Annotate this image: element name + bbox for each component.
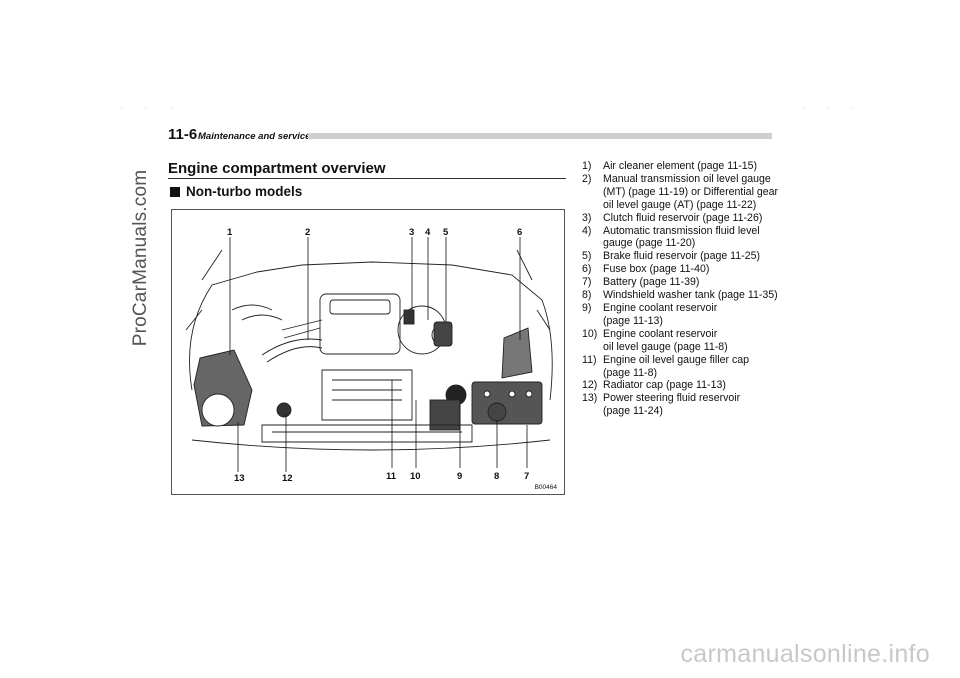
callout-label: 11 [386,471,397,482]
legend-item: 4)Automatic transmission fluid level [582,224,760,237]
callout-label: 1 [227,227,233,238]
legend-item: 10)Engine coolant reservoir [582,327,718,340]
callout-label: 3 [409,227,414,238]
subsection-title: Non-turbo models [170,184,302,199]
engine-compartment-figure: 1 2 3 4 5 6 13 12 11 10 9 8 7 B00464 [171,209,565,495]
legend-item: 13)Power steering fluid reservoir [582,392,741,405]
side-watermark: ProCarManuals.com [130,169,151,347]
legend-item: gauge (page 11-20) [603,237,696,250]
image-code: B00464 [535,484,558,491]
legend-item: 9)Engine coolant reservoir [582,301,718,314]
legend-item: 7)Battery (page 11-39) [582,276,700,289]
legend-item: 1)Air cleaner element (page 11-15) [582,160,758,172]
callout-label: 12 [282,473,293,484]
component-legend: 1)Air cleaner element (page 11-15) 2)Man… [582,160,782,418]
legend-item: 8)Windshield washer tank (page 11-35) [582,289,778,302]
callout-label: 2 [305,227,310,238]
subsection-label: Non-turbo models [186,184,303,199]
square-bullet-icon [170,187,180,197]
callout-label: 4 [425,227,431,238]
callout-label: 9 [457,471,462,482]
footer-watermark: carmanualsonline.info [680,640,930,668]
engine-illustration: 1 2 3 4 5 6 13 12 11 10 9 8 7 B00464 [185,227,558,491]
legend-item: 11)Engine oil level gauge filler cap [582,353,750,366]
legend-item: (page 11-13) [603,314,663,327]
legend-item: (MT) (page 11-19) or Differential gear [603,185,779,198]
header-bar [308,133,772,139]
chapter-title: Maintenance and service [198,131,311,142]
title-rule [168,178,566,179]
callout-label: 5 [443,227,449,238]
callout-label: 10 [410,471,421,482]
corner-marks-left: · · · [120,104,183,113]
corner-marks-right: · · · [802,104,865,113]
legend-item: 2)Manual transmission oil level gauge [582,172,771,185]
legend-item: oil level gauge (AT) (page 11-22) [603,198,757,211]
page-number: 11-6 [168,126,198,143]
legend-item: 3)Clutch fluid reservoir (page 11-26) [582,211,763,224]
legend-item: (page 11-24) [603,405,663,418]
callout-label: 13 [234,473,245,484]
callout-label: 6 [517,227,522,238]
legend-item: 6)Fuse box (page 11-40) [582,263,710,276]
legend-item: 12)Radiator cap (page 11-13) [582,379,726,392]
legend-item: oil level gauge (page 11-8) [603,340,728,353]
legend-item: (page 11-8) [603,366,657,379]
callout-label: 7 [524,471,529,482]
page-header: 11-6 Maintenance and service [168,126,772,146]
section-title: Engine compartment overview [168,160,386,177]
callout-label: 8 [494,471,499,482]
legend-item: 5)Brake fluid reservoir (page 11-25) [582,250,761,263]
